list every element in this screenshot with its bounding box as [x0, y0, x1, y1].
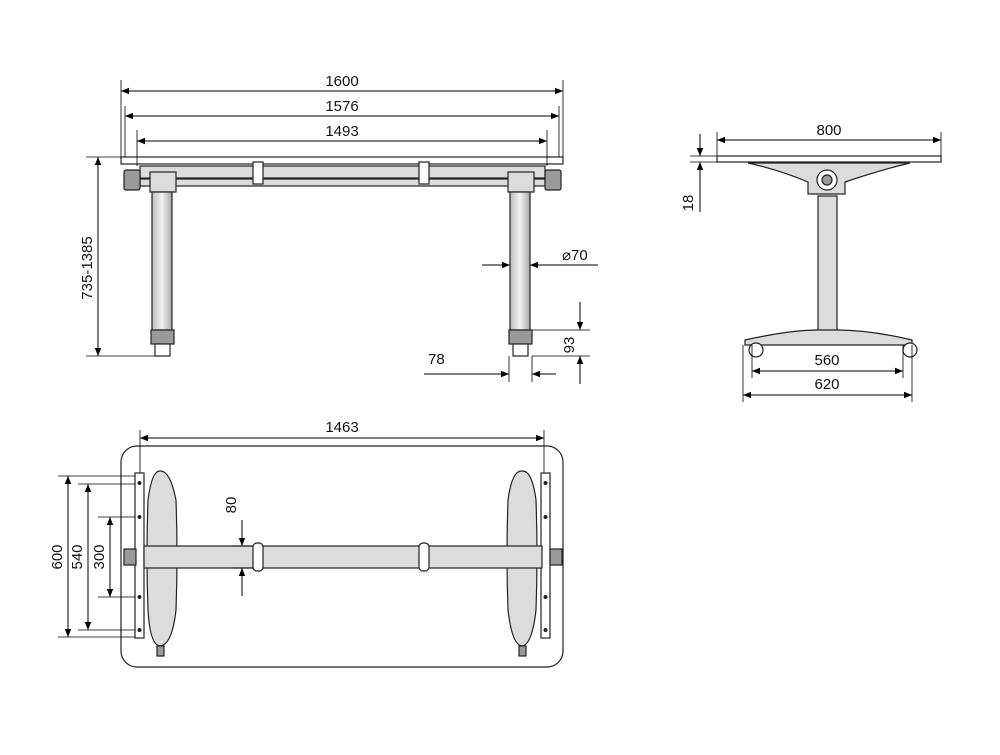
left-caster-side [748, 342, 764, 358]
dim-560-label: 560 [814, 352, 839, 369]
dim-1493-label: 1493 [325, 123, 358, 140]
right-leg [509, 191, 531, 331]
frame-beam-front [139, 165, 546, 179]
dim-leg-diameter-label: ⌀70 [562, 247, 588, 264]
dim-height-label: 735-1385 [79, 236, 96, 299]
central-beam-plan [143, 545, 543, 569]
bracket-left [252, 161, 264, 185]
dim-540-label: 540 [69, 544, 86, 569]
base-foot-side [744, 329, 913, 346]
dim-foot-height-label: 93 [561, 337, 578, 354]
left-caster [154, 343, 171, 357]
desk-top-side [716, 155, 942, 163]
right-motor-plan [549, 548, 563, 566]
right-caster-side [902, 342, 918, 358]
crossbar-front [139, 178, 546, 187]
dim-300-label: 300 [91, 544, 108, 569]
left-foot [150, 329, 175, 345]
right-caster [512, 343, 529, 357]
side-view: 800 18 560 620 [680, 122, 942, 402]
desk-top-front [120, 156, 564, 165]
bracket-right [418, 161, 430, 185]
dim-800-label: 800 [816, 122, 841, 139]
right-foot [508, 329, 533, 345]
dim-80-label: 80 [223, 497, 240, 514]
left-leg-head [149, 171, 177, 193]
dim-1463-label: 1463 [325, 419, 358, 436]
front-view: 1600 1576 1493 735-1385 ⌀70 78 93 [79, 73, 598, 384]
dim-18-label: 18 [680, 195, 697, 212]
left-end-cap [123, 169, 141, 191]
right-leg-head [507, 171, 535, 193]
dim-620-label: 620 [814, 376, 839, 393]
plan-bracket-left [252, 542, 264, 572]
dim-1576-label: 1576 [325, 98, 358, 115]
plan-bracket-right [418, 542, 430, 572]
right-end-cap [544, 169, 562, 191]
left-leg [151, 191, 173, 331]
left-motor-plan [123, 548, 137, 566]
dim-foot-width-label: 78 [428, 351, 445, 368]
column-side [817, 195, 838, 333]
dim-600-label: 600 [49, 544, 66, 569]
top-view: 1463 600 540 300 80 [49, 419, 564, 668]
dim-1600-label: 1600 [325, 73, 358, 90]
